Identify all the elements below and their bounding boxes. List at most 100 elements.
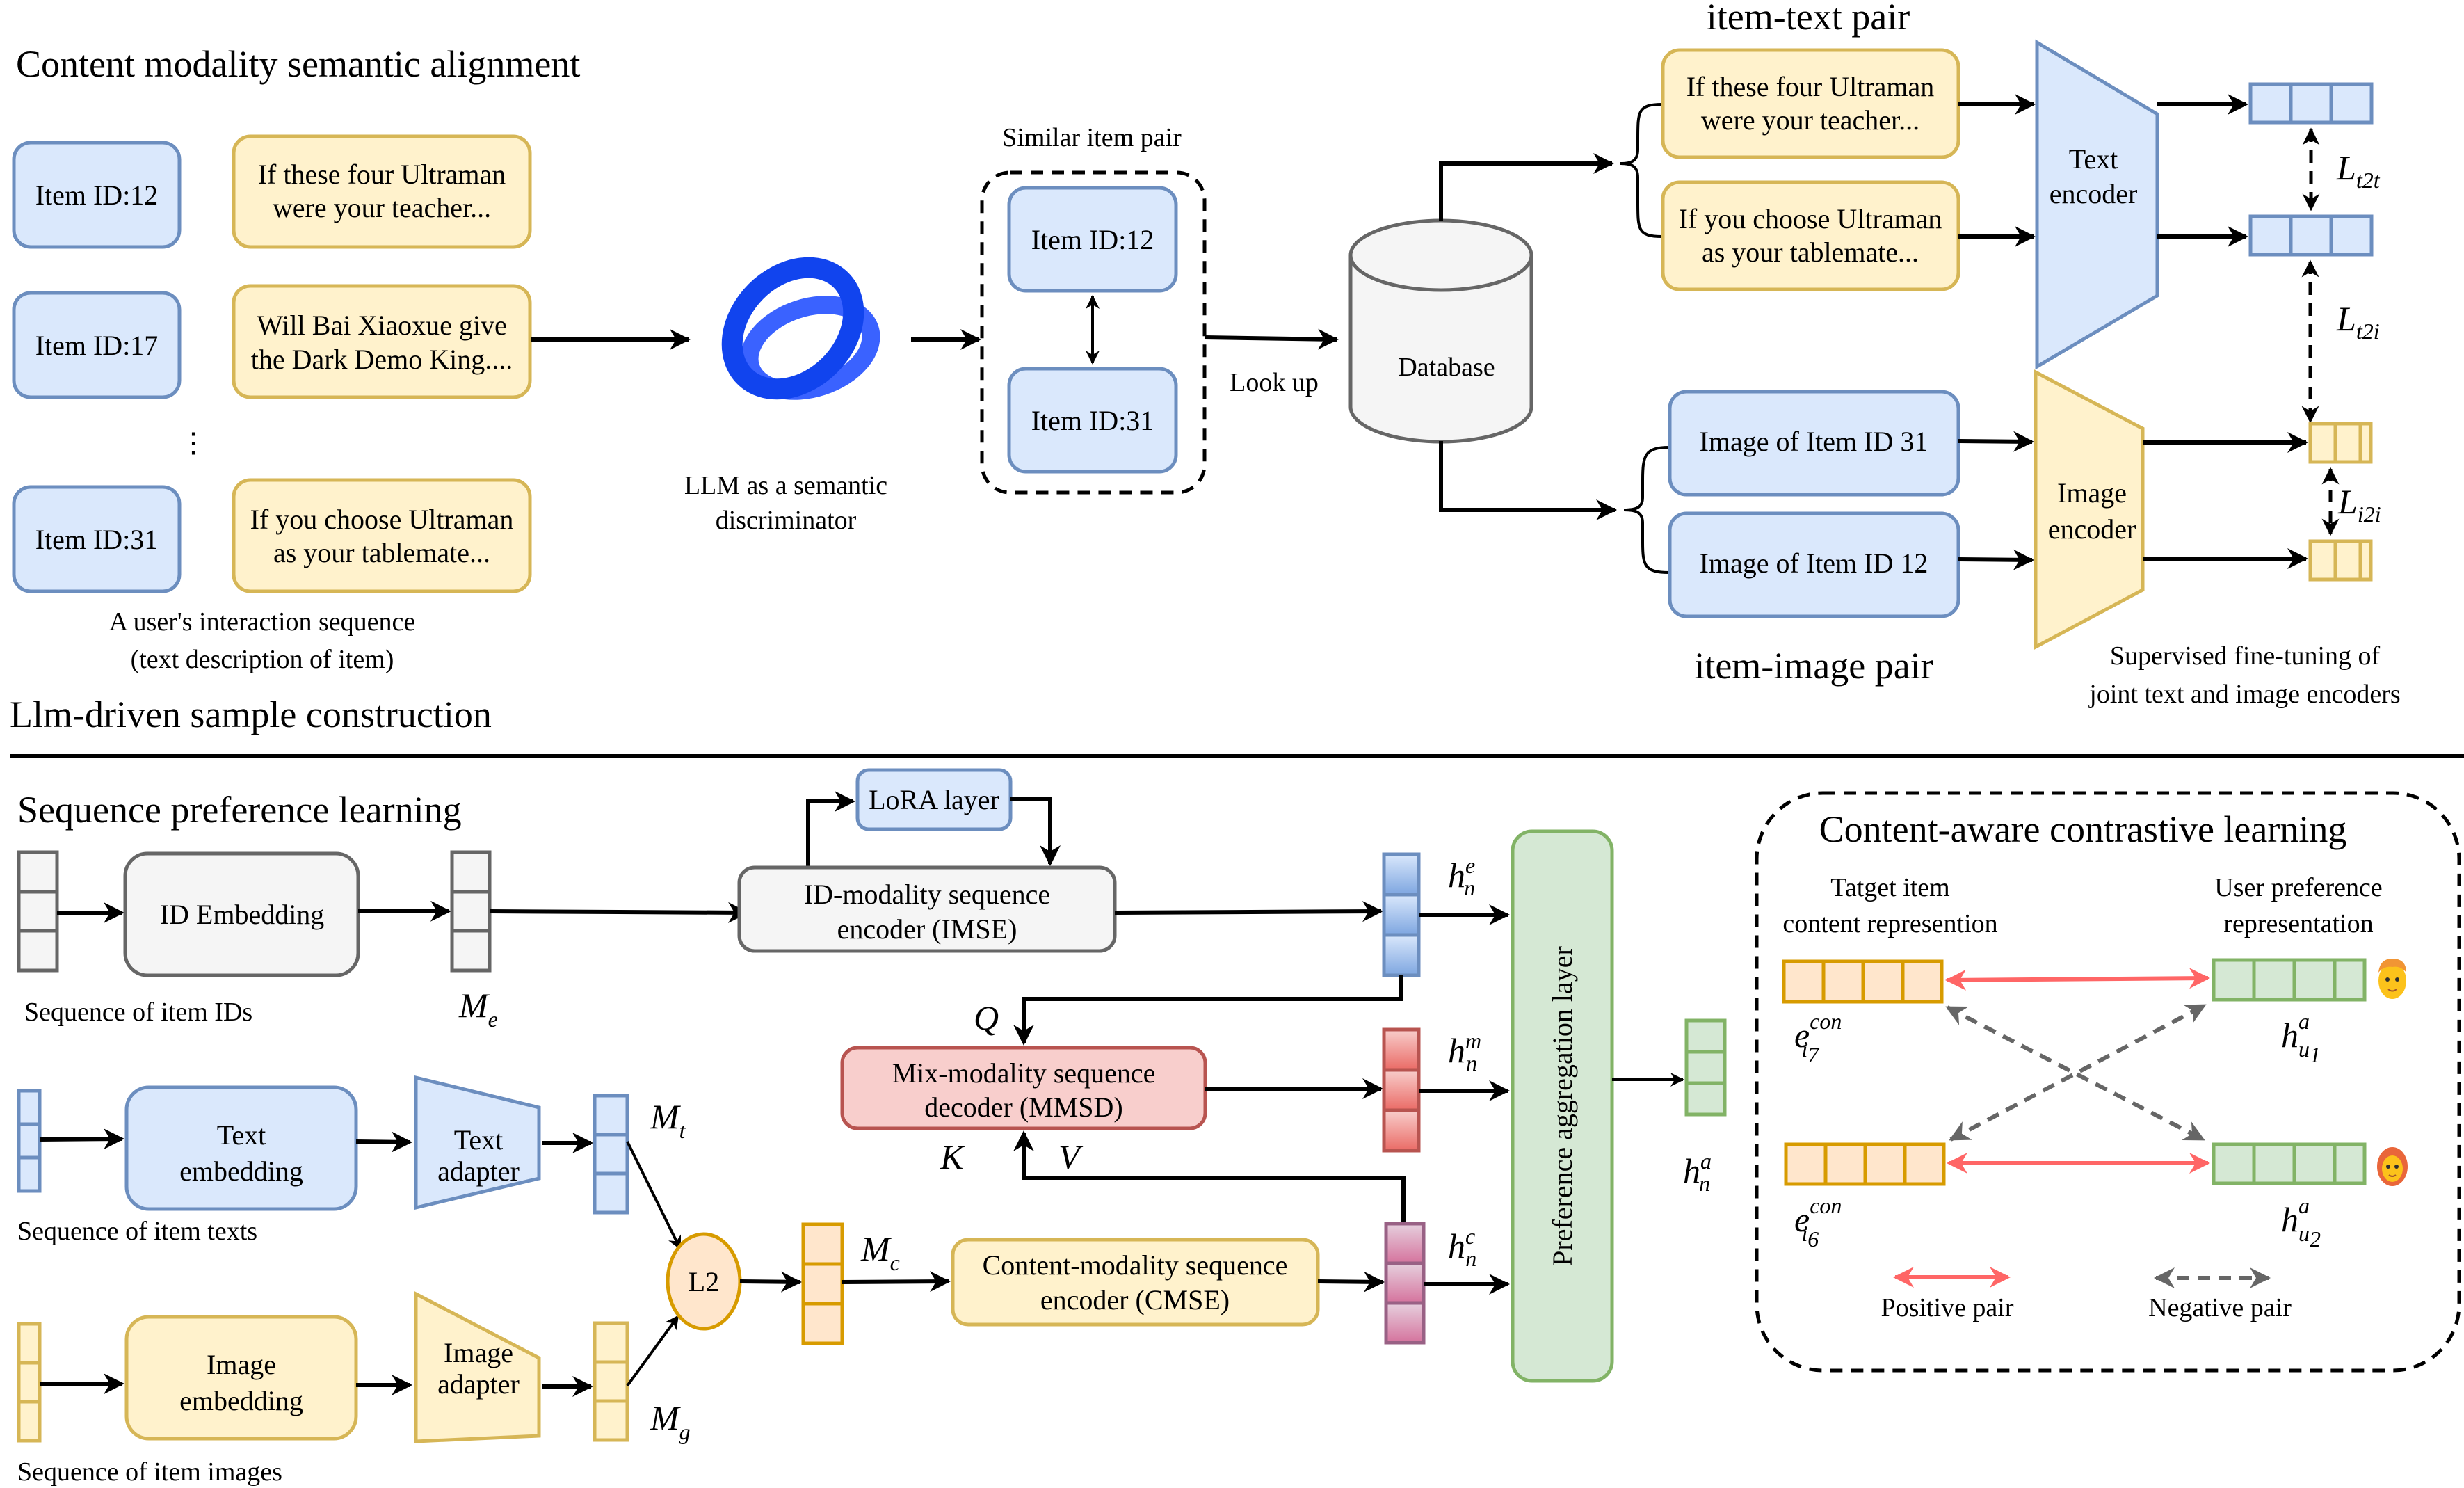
item-text-box [232,478,532,593]
mt-vector [593,1094,629,1215]
hm-vector [1382,1027,1421,1153]
e-i6-vector [1784,1142,1946,1186]
ellipsis: ⋮ [179,427,207,458]
sequence-caption: A user's interaction sequence [109,607,416,637]
positive-legend-label: Positive pair [1881,1293,2013,1322]
positive-pair-arrow [1945,968,2210,991]
pair-text-line: If you choose Ultraman [1679,203,1942,234]
me-vector [450,850,492,973]
item-text-line: the Dark Demo King.... [251,344,513,375]
pair-image-label: Image of Item ID 12 [1700,547,1928,579]
k-label: K [940,1137,965,1176]
item-id-box [12,485,182,593]
imse-to-lora-arrow [806,791,855,867]
llm-caption: LLM as a semantic [684,471,887,500]
image-encoder-label: encoder [2048,513,2136,545]
me-label: Me [458,986,498,1032]
similar-pair-title: Similar item pair [1002,123,1182,152]
text-embedding-vector [2248,214,2374,257]
text-encoder-label: encoder [2050,178,2138,209]
negative-pair-arrow [1949,1003,2207,1142]
pair-text-box [1661,48,1960,159]
h-u2-vector [2212,1142,2367,1185]
pair-image-label: Image of Item ID 31 [1700,426,1928,457]
arrow [739,1271,802,1293]
mg-to-l2-arrow [626,1315,679,1387]
item-id-box [12,291,182,399]
cmse-label: Content-modality sequence [983,1249,1288,1281]
arrow [1114,901,1383,922]
section-title-sequence-learning: Sequence preference learning [17,789,462,831]
loss-t2i-label: Lt2i [2336,299,2380,344]
image-encoder [2034,369,2145,650]
mmsd-label: Mix-modality sequence [892,1057,1156,1089]
mc-vector [801,1222,844,1345]
imse-label: encoder (IMSE) [837,913,1017,945]
item-text-box [232,284,532,399]
left-header: content represention [1782,909,1997,938]
similar-item-b [1007,367,1178,474]
similar-item-a [1007,186,1178,293]
item-text-line: Will Bai Xiaoxue give [257,310,506,341]
arrow [842,1271,951,1293]
ha-vector [1684,1018,1727,1117]
text-pair-brace [1620,103,1663,238]
arrow [1958,431,2034,452]
sequence-caption: (text description of item) [131,645,394,674]
l2-label: L2 [689,1266,719,1297]
section-title-sample-construction: Llm-driven sample construction [10,694,492,735]
image-pair-brace [1623,446,1670,574]
item-text-sequence-vector [17,1089,42,1193]
llm-logo-icon [721,257,880,400]
id-embedding-box [123,851,360,977]
similar-item-b-label: Item ID:31 [1031,405,1154,436]
cmse-label: encoder (CMSE) [1040,1284,1230,1315]
db-to-text-arrow [1439,153,1614,221]
text-adapter [414,1075,541,1210]
pair-text-line: were your teacher... [1701,104,1919,136]
section-title-content-alignment: Content modality semantic alignment [16,43,580,85]
interaction-sequence: Item ID:12 If these four Ultraman were y… [12,134,532,674]
item-id-label: Item ID:12 [35,179,159,211]
image-encoder-label: Image [2057,477,2127,509]
preference-aggregation-layer [1511,829,1614,1383]
mmsd-label: decoder (MMSD) [924,1091,1123,1123]
loss-i2i-label: Li2i [2337,482,2381,527]
query-arrow [1013,975,1403,1046]
mg-vector [593,1321,629,1442]
image-embedding-vector [2308,539,2373,582]
text-adapter-label: adapter [437,1155,520,1187]
v-label: V [1058,1137,1084,1176]
item-text-pair-title: item-text pair [1707,0,1910,38]
item-id-label: Item ID:31 [35,524,159,555]
arrow [489,902,749,923]
image-embedding-label: Image [207,1349,276,1380]
finetune-caption: Supervised fine-tuning of [2110,641,2381,671]
h-u1-vector [2212,958,2367,1002]
item-id-box [12,141,182,249]
text-adapter-label: Text [454,1124,504,1155]
item-text-line: were your teacher... [273,192,491,223]
pair-text-line: as your tablemate... [1702,237,1919,268]
image-embedding-label: embedding [179,1385,303,1416]
man-face-icon [2378,959,2406,999]
item-text-line: as your tablemate... [273,537,490,568]
left-header: Tatget item [1830,873,1949,902]
image-embedding-vector [2308,422,2373,464]
lookup-arrow [1204,328,1339,350]
right-header: User preference [2214,873,2383,902]
arrow [1317,1271,1385,1293]
text-embedding-label: Text [217,1119,266,1151]
pair-image-box [1668,511,1960,618]
similar-item-a-label: Item ID:12 [1031,224,1154,255]
item-text-line: If these four Ultraman [258,159,506,190]
llm-caption: discriminator [716,506,857,535]
imse-label: ID-modality sequence [804,879,1050,910]
image-adapter-label: Image [444,1337,513,1368]
mt-to-l2-arrow [626,1141,682,1250]
